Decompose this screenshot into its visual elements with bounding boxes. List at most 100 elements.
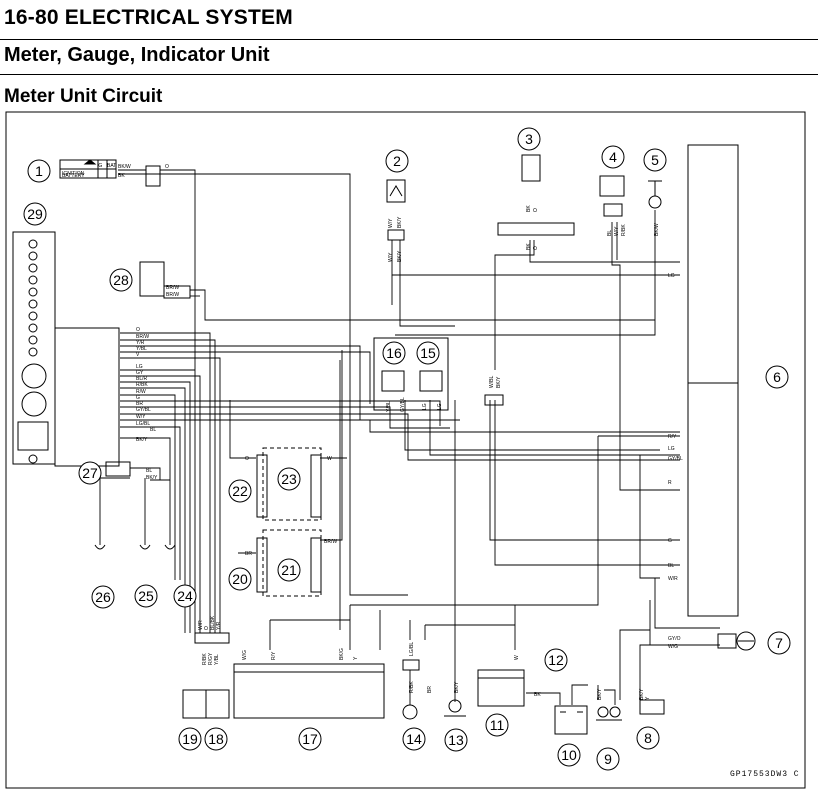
sensor-9 — [597, 706, 609, 718]
wire-label: Y — [645, 696, 651, 700]
wire-label: W/R — [198, 620, 204, 630]
wire-label: R/BK — [621, 224, 627, 236]
wire-label: LG — [668, 446, 675, 452]
callout-number: 7 — [775, 635, 783, 651]
callout-circle — [596, 747, 620, 771]
callout-circle — [228, 479, 252, 503]
callout-number: 19 — [182, 731, 198, 747]
callout-number: 27 — [82, 465, 98, 481]
wire-label: BL — [668, 563, 674, 569]
wire-label: BK/Y — [146, 475, 158, 481]
callout-number: 2 — [393, 153, 401, 169]
callout-circle — [382, 341, 406, 365]
connector-18-19 — [194, 632, 230, 644]
subtitle-rule — [0, 74, 818, 75]
wire-label: BL — [607, 230, 613, 236]
callout-circle — [277, 558, 301, 582]
callout-number: 3 — [525, 131, 533, 147]
wire-label: R/BK — [202, 653, 208, 665]
callout-number: 11 — [490, 717, 505, 733]
wire-label: R — [668, 480, 672, 486]
callout-circle — [767, 631, 791, 655]
wire-label: BR/W — [166, 292, 179, 298]
callout-number: 9 — [604, 751, 612, 767]
section-title: 16-80 ELECTRICAL SYSTEM — [4, 6, 293, 29]
callout-circle — [78, 461, 102, 485]
wire-label: O — [245, 456, 249, 462]
gauge-dial-1 — [21, 363, 47, 389]
wire-label: W/R — [668, 576, 678, 582]
battery-10 — [554, 705, 588, 735]
callout-circle — [416, 341, 440, 365]
ignition-header-ig: IG — [97, 163, 102, 169]
switch-box-15-16 — [373, 337, 449, 411]
wire-label: V — [136, 352, 140, 358]
wire-label: BR — [427, 686, 433, 693]
ignition-header-bat: BAT — [107, 163, 116, 169]
wire-label: W — [514, 655, 520, 660]
wire-label: W/G — [668, 644, 678, 650]
callout-number: 28 — [113, 272, 129, 288]
wire-label: Y/BL — [136, 346, 147, 352]
callout-number: 14 — [406, 731, 422, 747]
callout-circle — [402, 727, 426, 751]
wire-label: BR — [136, 401, 143, 407]
wire-label: O — [533, 208, 539, 212]
wire-label: R/Y — [668, 434, 677, 440]
callout-circle — [765, 365, 789, 389]
wire-label: W/G — [242, 650, 248, 660]
callout-circle — [134, 584, 158, 608]
callout-number: 23 — [281, 471, 297, 487]
wire-label: BK/Y — [136, 437, 148, 443]
wire-label: W — [327, 456, 332, 462]
wire-label: O — [204, 626, 210, 630]
sensor-2 — [386, 179, 406, 203]
diagram-frame — [5, 111, 806, 789]
gauge-dial-2 — [21, 391, 47, 417]
sensor-4 — [599, 175, 625, 197]
wire-label: G — [668, 538, 672, 544]
callout-circle — [109, 268, 133, 292]
callout-circle — [444, 728, 468, 752]
callout-number: 13 — [448, 732, 464, 748]
callout-number: 4 — [609, 149, 617, 165]
wire-label: Y/BL — [386, 401, 392, 412]
callout-number: 1 — [35, 163, 43, 179]
wire-label: BK/Y — [397, 250, 403, 262]
wire-label: W/Y — [136, 414, 146, 420]
callout-number: 6 — [773, 369, 781, 385]
wire-label: O — [165, 164, 169, 170]
callout-circle — [517, 127, 541, 151]
callout-number: 29 — [27, 206, 43, 222]
ignition-row-battery: BATTERY — [62, 173, 85, 179]
wire-label: BR/W — [324, 539, 337, 545]
wire-label: W/Y — [388, 252, 394, 262]
wire-label: W/BL — [489, 376, 495, 388]
callout-circle — [485, 713, 509, 737]
callout-circle — [636, 726, 660, 750]
callout-number: 5 — [651, 152, 659, 168]
ignition-row-ignition: IGNITION — [62, 171, 85, 177]
callout-number: 22 — [232, 483, 248, 499]
wire-label: BK — [534, 692, 541, 698]
callout-circle — [385, 149, 409, 173]
wire-label: W/Y — [388, 218, 394, 228]
wire-label: BR/W — [136, 334, 149, 340]
wire-label: BR/W — [166, 285, 179, 291]
callout-circle — [173, 584, 197, 608]
wire-label: R/GY — [208, 652, 214, 665]
callout-circle — [277, 467, 301, 491]
callout-circle — [298, 727, 322, 751]
callout-number: 24 — [177, 588, 193, 604]
wire-label: BK/W — [654, 223, 660, 236]
wire-label: BK — [526, 243, 532, 250]
callout-number: 21 — [281, 562, 297, 578]
wire-label: G — [136, 395, 140, 401]
callout-circle — [204, 727, 228, 751]
wire-label: Y — [353, 656, 359, 660]
wire-label: Y/R — [216, 621, 222, 630]
ecu-17 — [233, 671, 385, 719]
wire-label: LG — [437, 403, 443, 410]
callout-circle — [27, 159, 51, 183]
